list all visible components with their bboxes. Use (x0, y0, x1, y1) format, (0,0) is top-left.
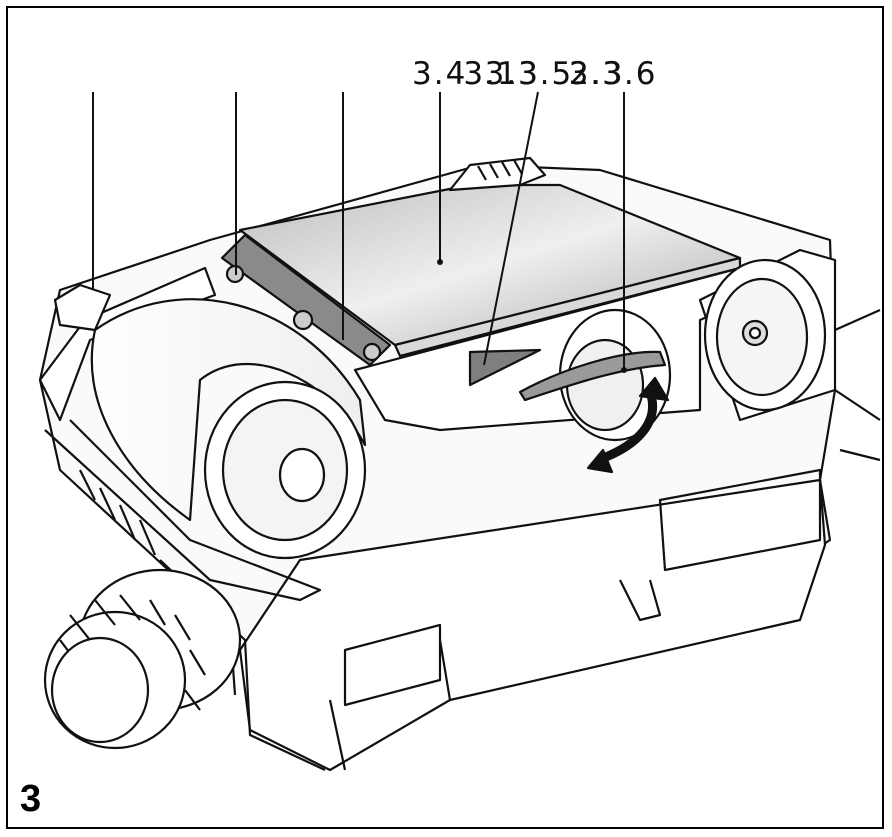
callout-label-3: 3.3 (484, 56, 540, 92)
callout-labels: 3.43.13.33.52.33.3.6 (412, 56, 657, 92)
figure-number: 3 (20, 778, 42, 820)
callout-label-5: 2.3 (569, 56, 625, 92)
callout-label-6: 3.3.6 (568, 56, 658, 92)
callout-label-1: 3.4 (412, 56, 468, 92)
leader-line-5 (483, 91, 539, 366)
callout-label-2: 3.1 (463, 56, 519, 92)
figure-frame (6, 6, 884, 829)
callout-label-4: 3.5 (517, 56, 574, 92)
